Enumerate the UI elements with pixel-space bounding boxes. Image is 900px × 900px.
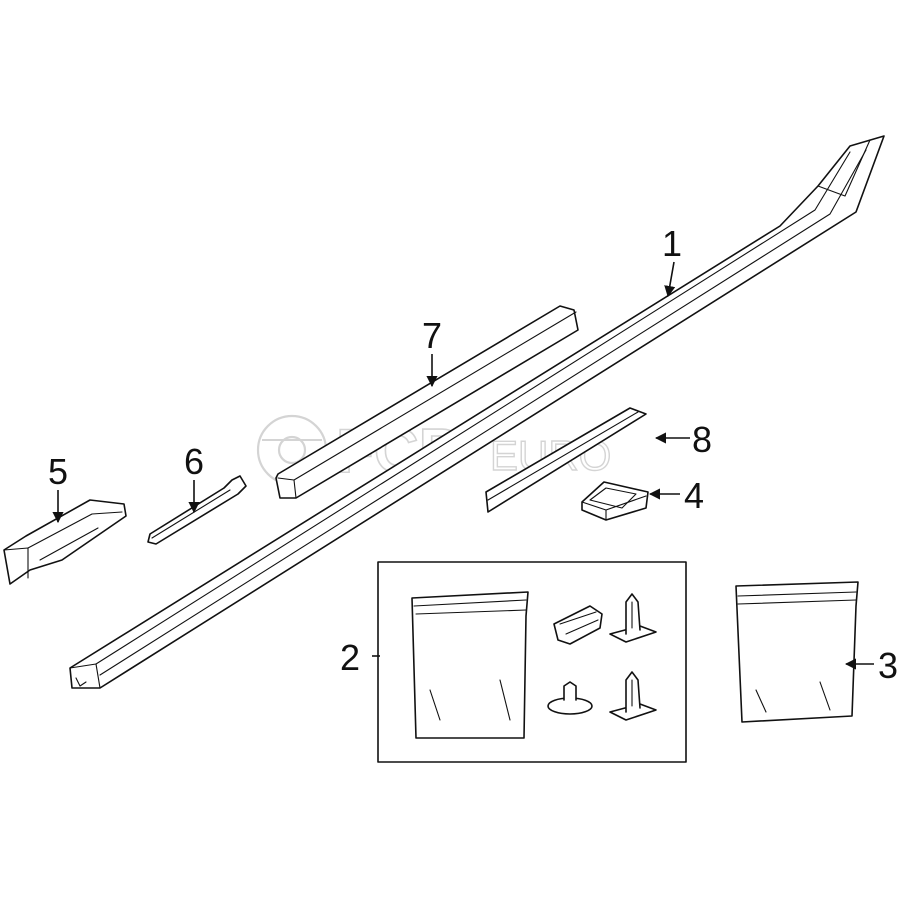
callout-leaders <box>52 261 874 670</box>
bag-icon <box>411 591 529 739</box>
callout-7[interactable]: 7 <box>422 315 442 356</box>
part-2-kit-box[interactable] <box>377 561 687 763</box>
part-8-flat-strip[interactable] <box>485 407 647 513</box>
fastener-lower-icon <box>609 671 657 721</box>
callout-4[interactable]: 4 <box>684 475 704 516</box>
callout-3[interactable]: 3 <box>878 645 898 686</box>
part-5-end-bracket[interactable] <box>3 499 127 585</box>
fastener-upper-icon <box>609 593 657 643</box>
callout-8[interactable]: 8 <box>692 419 712 460</box>
leader-1 <box>664 261 676 298</box>
callout-2[interactable]: 2 <box>340 637 360 678</box>
callout-labels: 1 2 3 4 5 6 7 8 <box>48 223 898 686</box>
clip-icon <box>553 605 603 645</box>
part-1-rocker-molding[interactable] <box>69 135 885 689</box>
callout-5[interactable]: 5 <box>48 451 68 492</box>
part-4-pad[interactable] <box>581 481 649 521</box>
callout-6[interactable]: 6 <box>184 441 204 482</box>
push-pin-icon <box>547 681 593 715</box>
part-7-trim-strip[interactable] <box>275 305 579 499</box>
part-3-bag[interactable] <box>735 581 859 723</box>
callout-1[interactable]: 1 <box>662 223 682 264</box>
part-6-small-trim[interactable] <box>147 475 247 545</box>
